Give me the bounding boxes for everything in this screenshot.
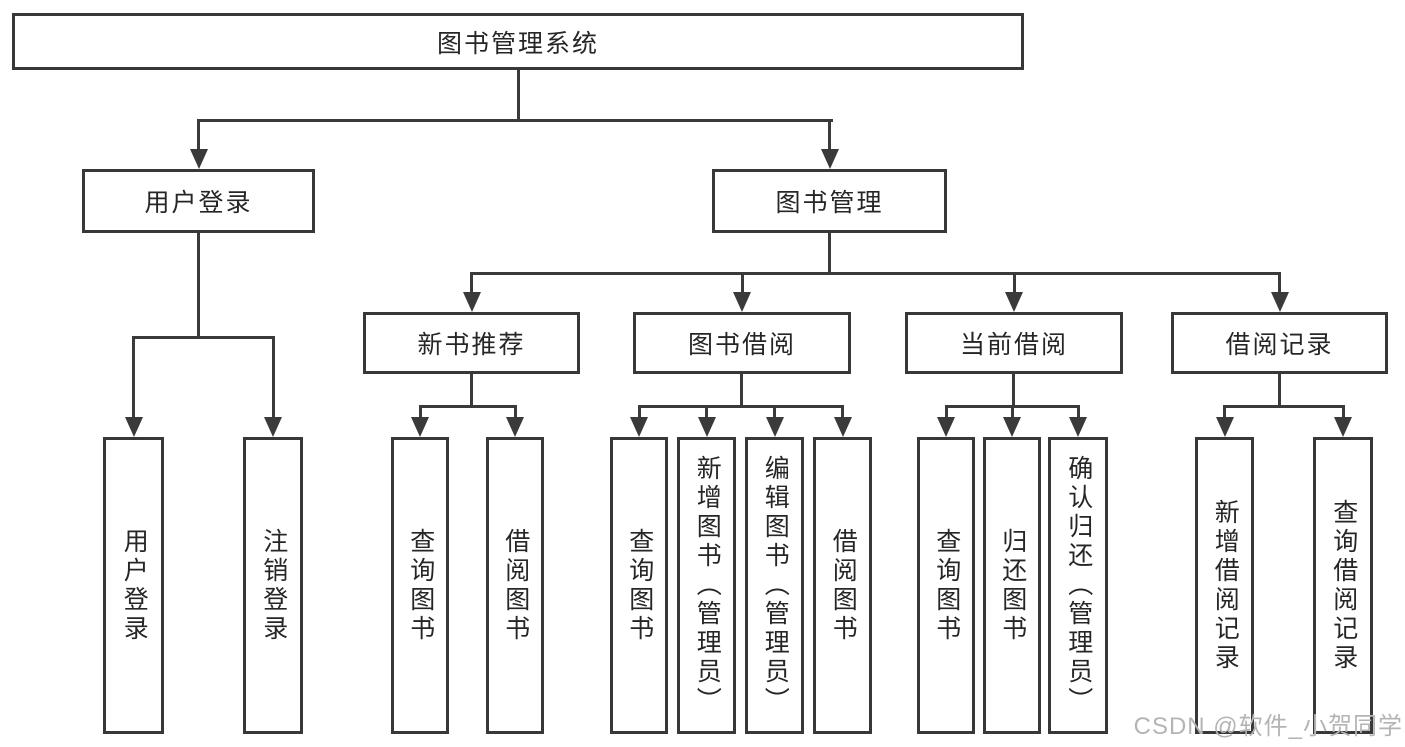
node-label: 图书管理系统 <box>436 29 599 58</box>
node-book-management-branch: 图书管理 <box>712 169 947 233</box>
node-label: 查询图书 <box>625 527 654 644</box>
arrowhead-icon <box>733 292 751 312</box>
arrow-shaft <box>197 119 200 155</box>
leaf-logout: 注销登录 <box>243 437 303 734</box>
arrowhead-icon <box>264 417 282 437</box>
node-user-login-branch: 用户登录 <box>82 169 315 233</box>
connector-line <box>419 405 517 408</box>
arrowhead-icon <box>1005 292 1023 312</box>
arrow-shaft <box>705 405 708 423</box>
connector-line <box>470 272 1281 275</box>
arrowhead-icon <box>820 149 839 169</box>
node-label: 新增图书（管理员） <box>693 455 722 716</box>
arrowhead-icon <box>765 417 784 437</box>
node-label: 图书管理 <box>775 189 884 217</box>
connector-line <box>638 405 844 408</box>
arrow-shaft <box>944 405 948 423</box>
node-label: 图书借阅 <box>687 331 796 359</box>
arrowhead-icon <box>189 149 208 169</box>
arrowhead-icon <box>833 417 852 437</box>
node-current-borrowing: 当前借阅 <box>905 312 1123 374</box>
arrow-shaft <box>637 405 641 423</box>
arrowhead-icon <box>630 417 648 437</box>
arrowhead-icon <box>697 417 716 437</box>
leaf-user-login: 用户登录 <box>103 437 164 734</box>
node-label: 查询借阅记录 <box>1329 498 1358 673</box>
leaf-borrow-books: 借阅图书 <box>813 437 872 734</box>
node-label: 用户登录 <box>144 189 253 217</box>
arrow-shaft <box>740 272 744 298</box>
connector-line <box>1278 373 1281 405</box>
connector-line <box>197 119 833 122</box>
node-label: 借阅图书 <box>829 527 858 644</box>
connector-line <box>517 70 520 119</box>
node-label: 确认归还（管理员） <box>1064 455 1093 716</box>
node-label: 编辑图书（管理员） <box>761 455 790 716</box>
node-label: 查询图书 <box>932 527 961 644</box>
node-book-borrowing: 图书借阅 <box>633 312 851 374</box>
connector-line <box>828 232 831 272</box>
arrow-shaft <box>513 405 517 423</box>
arrowhead-icon <box>937 417 955 437</box>
connector-line <box>1223 405 1344 408</box>
arrowhead-icon <box>411 417 429 437</box>
leaf-query-books-borrowing: 查询图书 <box>610 437 668 734</box>
arrow-shaft <box>418 405 422 423</box>
arrow-shaft <box>1278 272 1281 298</box>
leaf-return-books: 归还图书 <box>983 437 1041 734</box>
arrowhead-icon <box>124 417 143 437</box>
leaf-add-borrow-record: 新增借阅记录 <box>1195 437 1254 734</box>
node-label: 当前借阅 <box>959 331 1068 359</box>
node-label: 新书推荐 <box>417 331 526 359</box>
arrowhead-icon <box>1334 417 1352 437</box>
node-label: 用户登录 <box>120 527 149 644</box>
arrow-shaft <box>828 119 831 155</box>
arrow-shaft <box>773 405 776 423</box>
node-label: 新增借阅记录 <box>1211 498 1240 673</box>
arrowhead-icon <box>1069 417 1087 437</box>
arrowhead-icon <box>506 417 524 437</box>
arrow-shaft <box>1076 405 1080 423</box>
node-label: 借阅图书 <box>501 527 530 644</box>
csdn-watermark: CSDN @软件_小贺同学 <box>1133 713 1403 740</box>
leaf-edit-books-admin: 编辑图书（管理员） <box>745 437 804 734</box>
arrow-shaft <box>132 336 135 423</box>
node-new-book-recommendation: 新书推荐 <box>363 312 580 374</box>
connector-line <box>1012 373 1015 405</box>
node-library-management-system: 图书管理系统 <box>12 13 1024 70</box>
node-borrowing-records: 借阅记录 <box>1171 312 1388 374</box>
node-label: 注销登录 <box>259 527 288 644</box>
leaf-borrow-books-recommend: 借阅图书 <box>486 437 544 734</box>
connector-line <box>470 373 473 405</box>
arrow-shaft <box>271 336 275 423</box>
node-label: 查询图书 <box>406 527 435 644</box>
arrow-shaft <box>1012 272 1016 298</box>
connector-line <box>197 232 200 336</box>
arrow-shaft <box>1223 405 1226 423</box>
leaf-query-books-current: 查询图书 <box>917 437 975 734</box>
leaf-query-borrow-record: 查询借阅记录 <box>1313 437 1373 734</box>
arrowhead-icon <box>462 292 481 312</box>
leaf-confirm-return-admin: 确认归还（管理员） <box>1048 437 1108 734</box>
leaf-query-books-recommend: 查询图书 <box>391 437 449 734</box>
node-label: 归还图书 <box>998 527 1027 644</box>
arrow-shaft <box>1341 405 1345 423</box>
arrow-shaft <box>841 405 844 423</box>
arrow-shaft <box>470 272 473 298</box>
node-label: 借阅记录 <box>1225 331 1334 359</box>
arrowhead-icon <box>1215 417 1234 437</box>
leaf-add-books-admin: 新增图书（管理员） <box>677 437 736 734</box>
arrowhead-icon <box>1003 417 1021 437</box>
connector-line <box>740 373 743 405</box>
connector-line <box>132 336 275 339</box>
arrow-shaft <box>1010 405 1014 423</box>
arrowhead-icon <box>1270 292 1289 312</box>
